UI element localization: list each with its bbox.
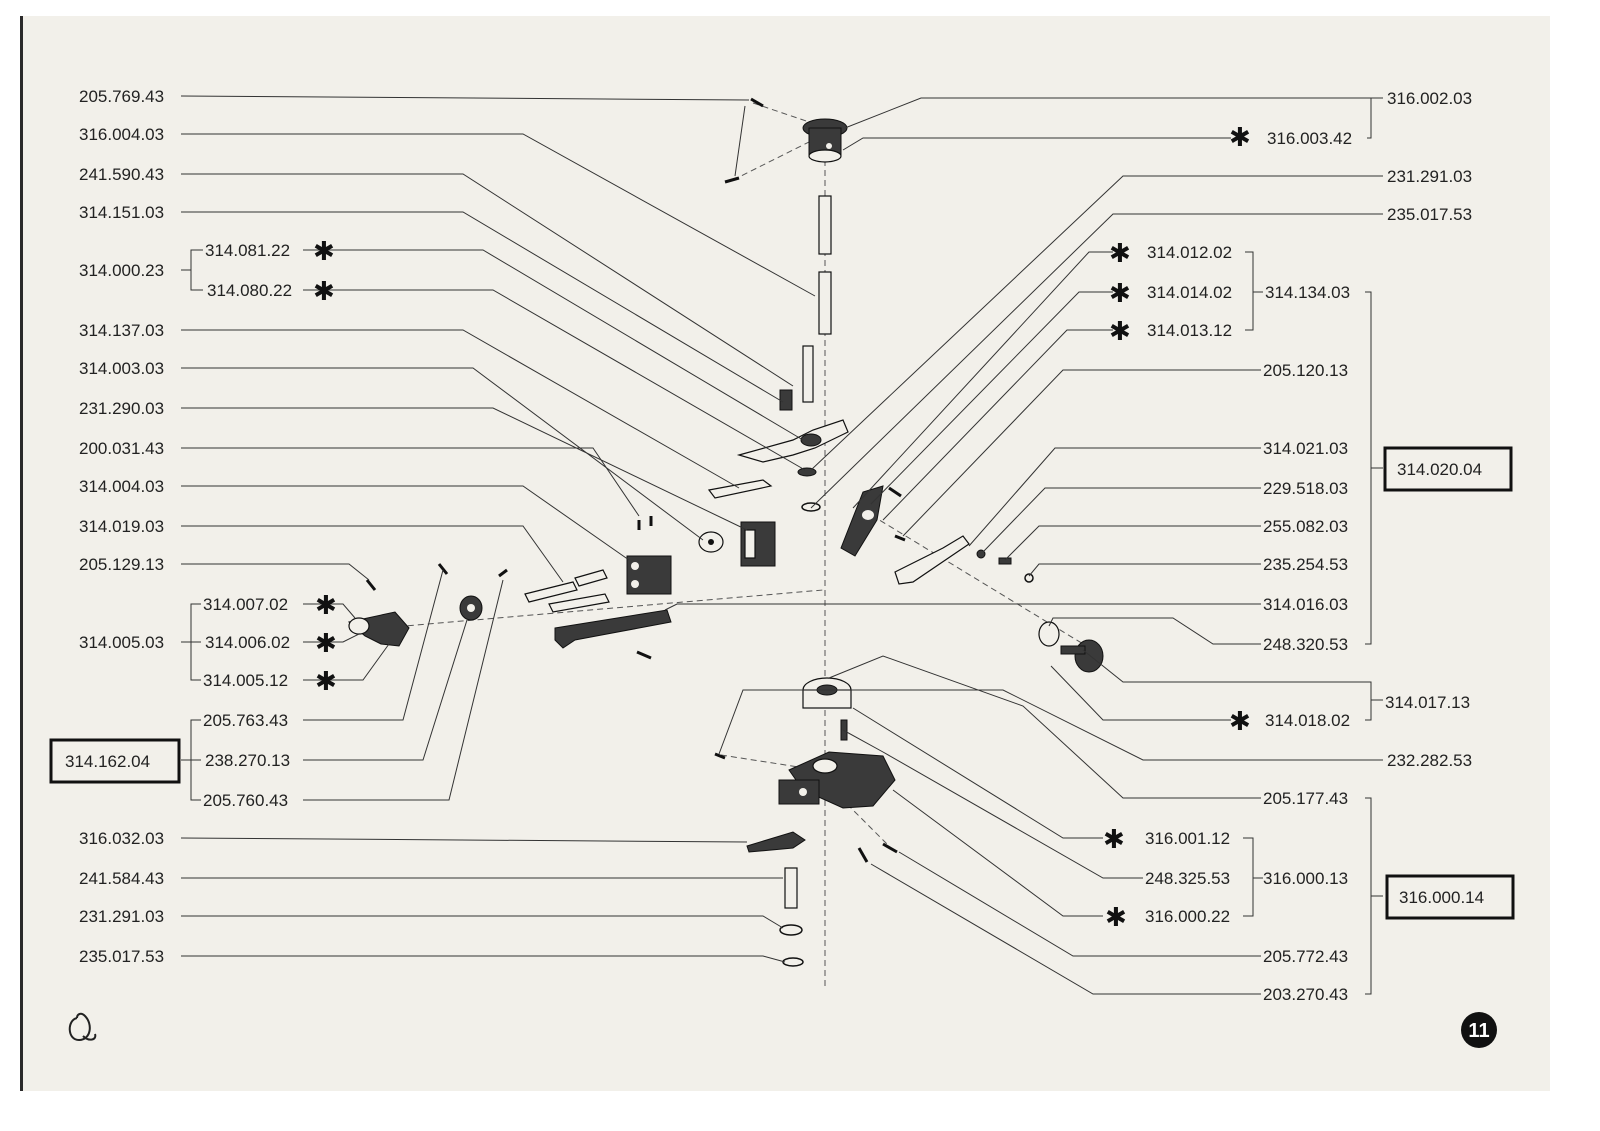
assembly-number-box [49, 738, 181, 784]
shaft-part [779, 195, 832, 411]
asterisk-star-icon: ✱ [315, 667, 337, 697]
part-number-label: 205.120.13 [1263, 361, 1348, 380]
part-number-label: 314.151.03 [79, 203, 164, 222]
part-number-label: 314.013.12 [1147, 321, 1232, 340]
part-number-label: 205.177.43 [1263, 789, 1348, 808]
part-number-label: 314.019.03 [79, 517, 164, 536]
part-number-label: 316.032.03 [79, 829, 164, 848]
part-number-label: 314.081.22 [205, 241, 290, 260]
page-number: 11 [1468, 1020, 1489, 1042]
part-number-label: 314.137.03 [79, 321, 164, 340]
coupling-part [347, 563, 508, 647]
part-number-label: 316.003.42 [1267, 129, 1352, 148]
part-number-label: 314.004.03 [79, 477, 164, 496]
part-number-label: 314.018.02 [1265, 711, 1350, 730]
part-number-label: 314.006.02 [205, 633, 290, 652]
asterisk-star-icon: ✱ [1229, 123, 1251, 153]
part-number-label: 238.270.13 [205, 751, 290, 770]
part-number-label: 314.016.03 [1263, 595, 1348, 614]
part-number-label: 248.325.53 [1145, 869, 1230, 888]
part-number-label: 316.004.03 [79, 125, 164, 144]
parts-drawing [347, 97, 1104, 990]
assembly-number-label: 316.000.14 [1399, 888, 1484, 907]
part-number-label: 314.003.03 [79, 359, 164, 378]
assembly-number-box [1383, 446, 1513, 492]
asterisk-star-icon: ✱ [315, 591, 337, 621]
assembly-number-label: 314.162.04 [65, 752, 150, 771]
part-number-label: 314.000.23 [79, 261, 164, 280]
asterisk-star-icon: ✱ [1229, 707, 1251, 737]
slider-block-part [524, 516, 776, 613]
part-number-label: 231.291.03 [1387, 167, 1472, 186]
part-number-label: 241.584.43 [79, 869, 164, 888]
bevel-gear-part [802, 118, 848, 163]
part-number-label: 314.080.22 [207, 281, 292, 300]
left-part-labels: 205.769.43 316.004.03 241.590.43 314.151… [49, 87, 292, 966]
part-number-label: 235.017.53 [1387, 205, 1472, 224]
part-number-label: 255.082.03 [1263, 517, 1348, 536]
part-number-label: 314.005.12 [203, 671, 288, 690]
part-number-label: 235.254.53 [1263, 555, 1348, 574]
right-part-labels: 316.002.03 316.003.42 231.291.03 235.017… [1145, 89, 1515, 1004]
publisher-logo [68, 1012, 97, 1042]
asterisk-star-icon: ✱ [1109, 279, 1131, 309]
part-number-label: 316.000.22 [1145, 907, 1230, 926]
part-number-label: 241.590.43 [79, 165, 164, 184]
part-number-label: 231.290.03 [79, 399, 164, 418]
lever-part [554, 609, 672, 660]
part-number-label: 235.017.53 [79, 947, 164, 966]
part-number-label: 200.031.43 [79, 439, 164, 458]
asterisk-star-icon: ✱ [1109, 317, 1131, 347]
part-number-label: 316.001.12 [1145, 829, 1230, 848]
part-number-label: 248.320.53 [1263, 635, 1348, 654]
part-number-label: 314.021.03 [1263, 439, 1348, 458]
knob-part [1038, 621, 1104, 673]
part-number-label: 314.014.02 [1147, 283, 1232, 302]
part-number-label: 314.012.02 [1147, 243, 1232, 262]
asterisk-star-icon: ✱ [1109, 239, 1131, 269]
part-number-label: 232.282.53 [1387, 751, 1472, 770]
page-number-badge [1461, 1012, 1497, 1048]
bracket-part [840, 485, 1034, 585]
lower-gear-sector-part [714, 677, 898, 967]
replacement-marks: ✱ ✱ ✱ ✱ ✱ ✱ ✱ ✱ ✱ ✱ ✱ ✱ [313, 123, 1251, 933]
latch-part [707, 419, 849, 512]
exploded-parts-diagram: 205.769.43 316.004.03 241.590.43 314.151… [49, 87, 1515, 1048]
part-number-label: 203.270.43 [1263, 985, 1348, 1004]
catalog-page: 205.769.43 316.004.03 241.590.43 314.151… [20, 16, 1550, 1091]
part-number-label: 314.017.13 [1385, 693, 1470, 712]
part-number-label: 205.769.43 [79, 87, 164, 106]
leader-lines [180, 95, 1383, 995]
assembly-number-box [1385, 874, 1515, 920]
asterisk-star-icon: ✱ [315, 629, 337, 659]
grouping-brackets [181, 97, 1383, 995]
part-number-label: 205.763.43 [203, 711, 288, 730]
part-number-label: 205.129.13 [79, 555, 164, 574]
part-number-label: 205.760.43 [203, 791, 288, 810]
part-number-label: 314.134.03 [1265, 283, 1350, 302]
asterisk-star-icon: ✱ [1105, 903, 1127, 933]
part-number-label: 229.518.03 [1263, 479, 1348, 498]
part-number-label: 205.772.43 [1263, 947, 1348, 966]
asterisk-star-icon: ✱ [313, 277, 335, 307]
part-number-label: 316.000.13 [1263, 869, 1348, 888]
asterisk-star-icon: ✱ [313, 237, 335, 267]
assembly-number-label: 314.020.04 [1397, 460, 1482, 479]
part-number-label: 231.291.03 [79, 907, 164, 926]
part-number-label: 316.002.03 [1387, 89, 1472, 108]
asterisk-star-icon: ✱ [1103, 825, 1125, 855]
part-number-label: 314.007.02 [203, 595, 288, 614]
part-number-label: 314.005.03 [79, 633, 164, 652]
screw-part [724, 97, 764, 184]
